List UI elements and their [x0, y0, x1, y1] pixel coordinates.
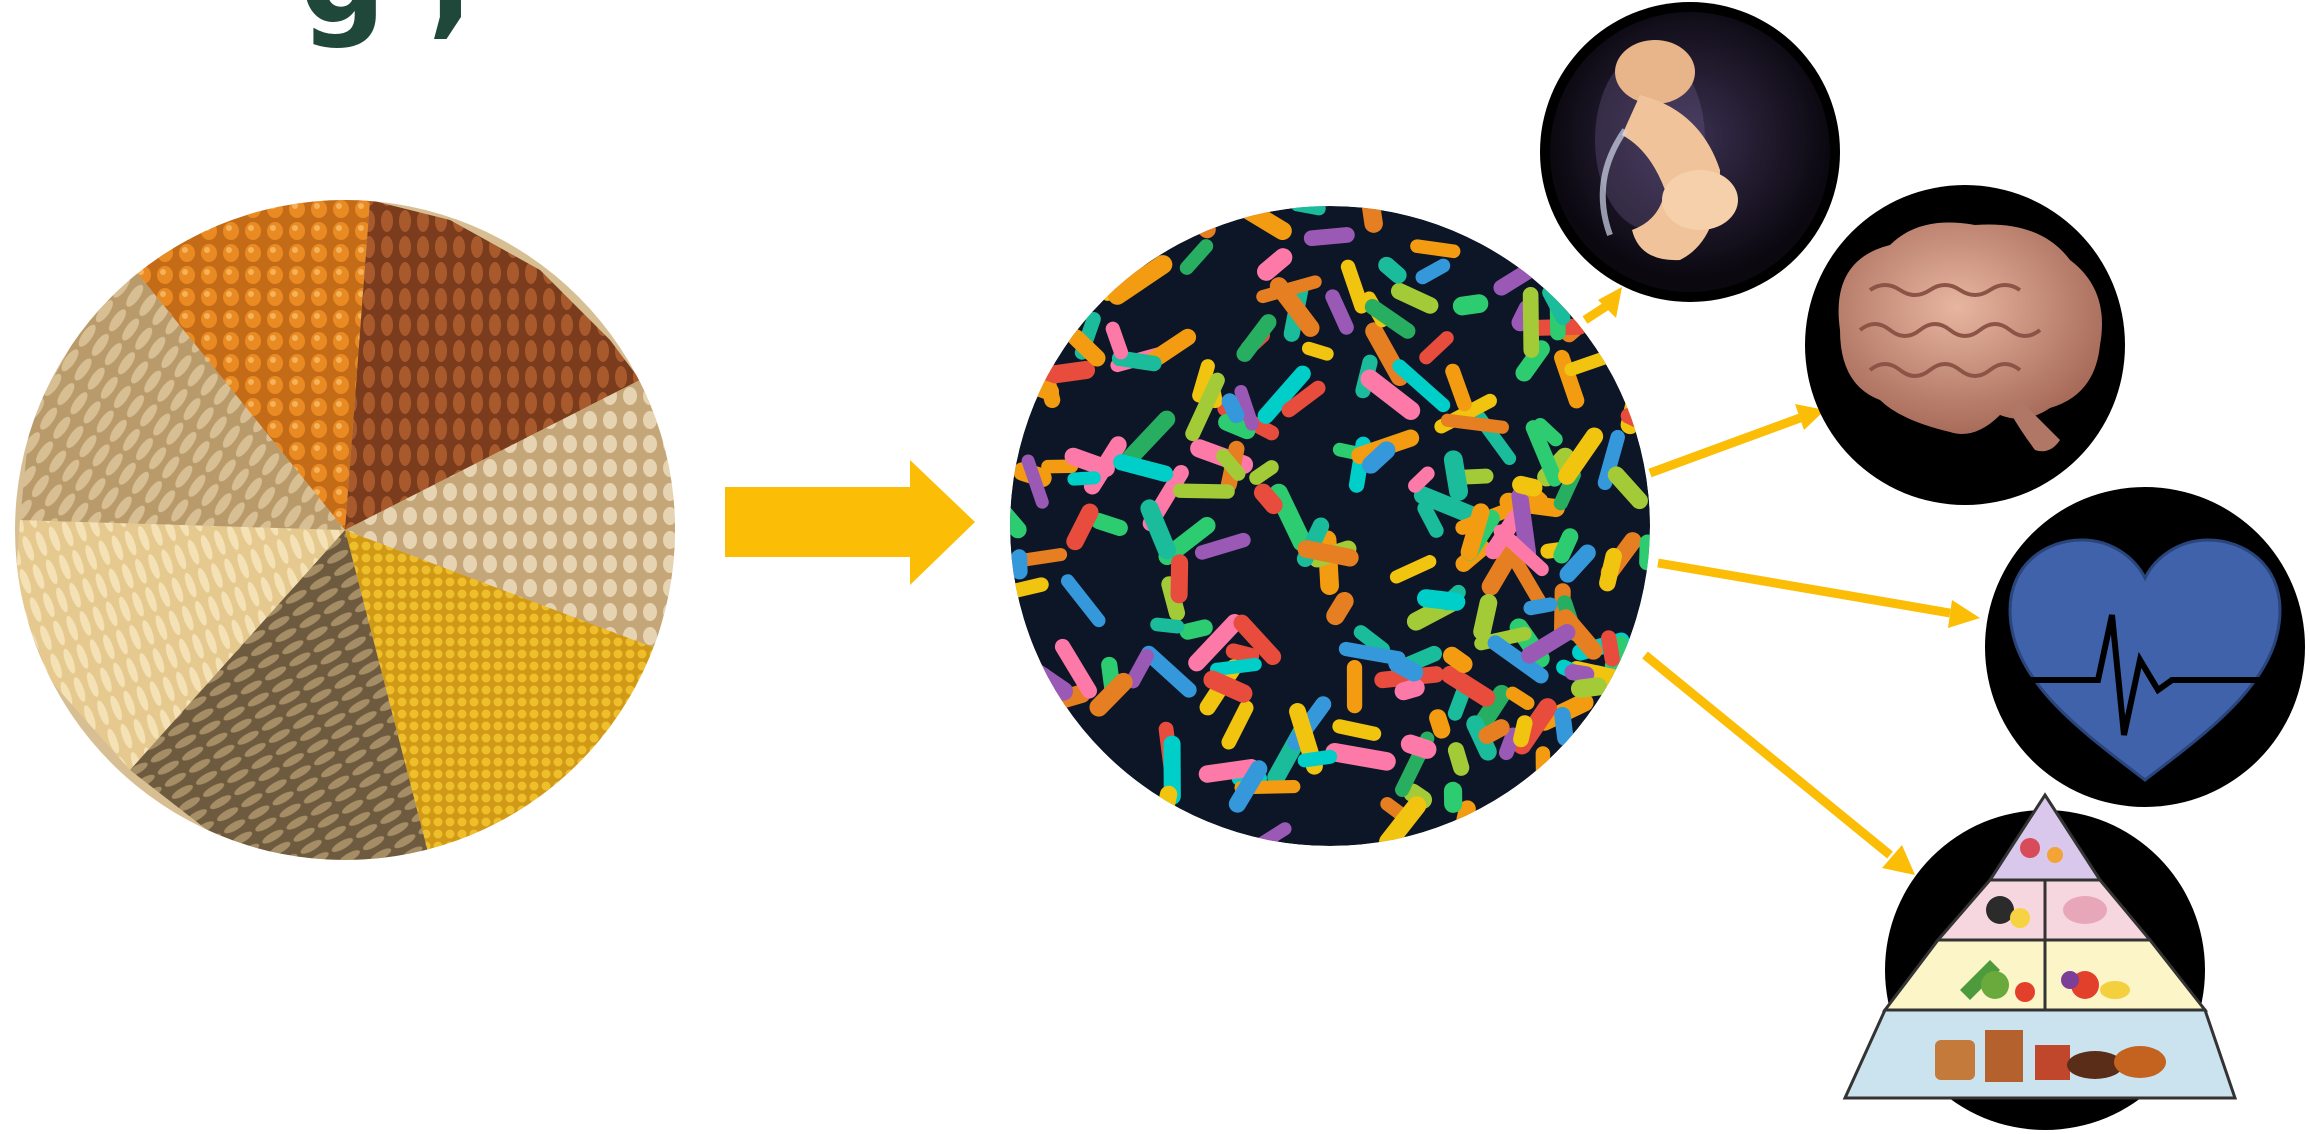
bacterium — [1032, 774, 1093, 825]
bacterium — [1061, 780, 1101, 808]
bacterium — [1047, 252, 1078, 287]
bacterium — [1014, 766, 1084, 794]
bacterium — [1499, 815, 1555, 863]
bacterium — [1536, 746, 1551, 795]
bacterium — [1552, 774, 1581, 822]
arrow-to-brain — [1650, 418, 1800, 473]
bacterium — [1544, 746, 1608, 807]
bacterium — [1170, 554, 1188, 603]
bacterium — [990, 774, 1029, 816]
gut-bacteria-icon — [981, 182, 1671, 869]
heart-pulse-icon — [1985, 487, 2305, 807]
brain-icon — [1805, 185, 2125, 505]
food-pyramid-icon — [1845, 795, 2235, 1130]
bacterium — [1120, 217, 1158, 236]
bacterium — [1030, 715, 1076, 774]
bacterium — [1011, 549, 1028, 580]
flow-arrow-icon — [725, 460, 975, 585]
bacterium — [1094, 802, 1163, 850]
bacterium — [1623, 313, 1655, 358]
bacterium — [1444, 782, 1463, 813]
bacterium — [1116, 192, 1154, 251]
bacterium — [994, 279, 1050, 298]
bacterium — [1044, 242, 1084, 294]
bacterium — [1589, 713, 1641, 782]
bacterium — [1507, 789, 1563, 850]
bacterium — [1617, 726, 1654, 768]
bacterium — [1158, 185, 1219, 242]
bacterium — [1041, 244, 1089, 306]
bacterium — [1082, 777, 1132, 820]
bacterium — [1347, 660, 1362, 713]
bacterium — [1007, 324, 1040, 378]
bacterium — [1136, 198, 1167, 234]
bacterium — [1622, 327, 1654, 345]
arrow-to-heart — [1658, 563, 1950, 613]
grains-pie-icon — [0, 180, 700, 900]
bacterium — [1570, 722, 1617, 783]
bacterium — [982, 213, 1046, 252]
bacterium — [1067, 471, 1101, 486]
bacterium — [981, 713, 1041, 769]
bacterium — [1173, 483, 1235, 498]
bacterium — [1107, 234, 1131, 279]
bacterium — [1600, 746, 1641, 774]
bacterium — [1523, 287, 1540, 358]
bacterium — [1550, 271, 1594, 290]
bacterium — [1639, 534, 1656, 570]
bacterium — [1110, 207, 1163, 244]
bacterium — [1091, 762, 1113, 812]
fetus-icon — [1540, 2, 1840, 302]
bacterium — [1082, 225, 1136, 254]
arrow-to-fetus — [1585, 305, 1608, 320]
arrowhead-heart — [1948, 600, 1980, 628]
arrow-to-pyramid — [1645, 655, 1890, 855]
bacterium — [1016, 282, 1052, 304]
bacterium — [1147, 784, 1179, 858]
bacterium — [991, 322, 1052, 356]
bacterium — [1005, 347, 1029, 383]
bacterium — [985, 335, 1044, 357]
